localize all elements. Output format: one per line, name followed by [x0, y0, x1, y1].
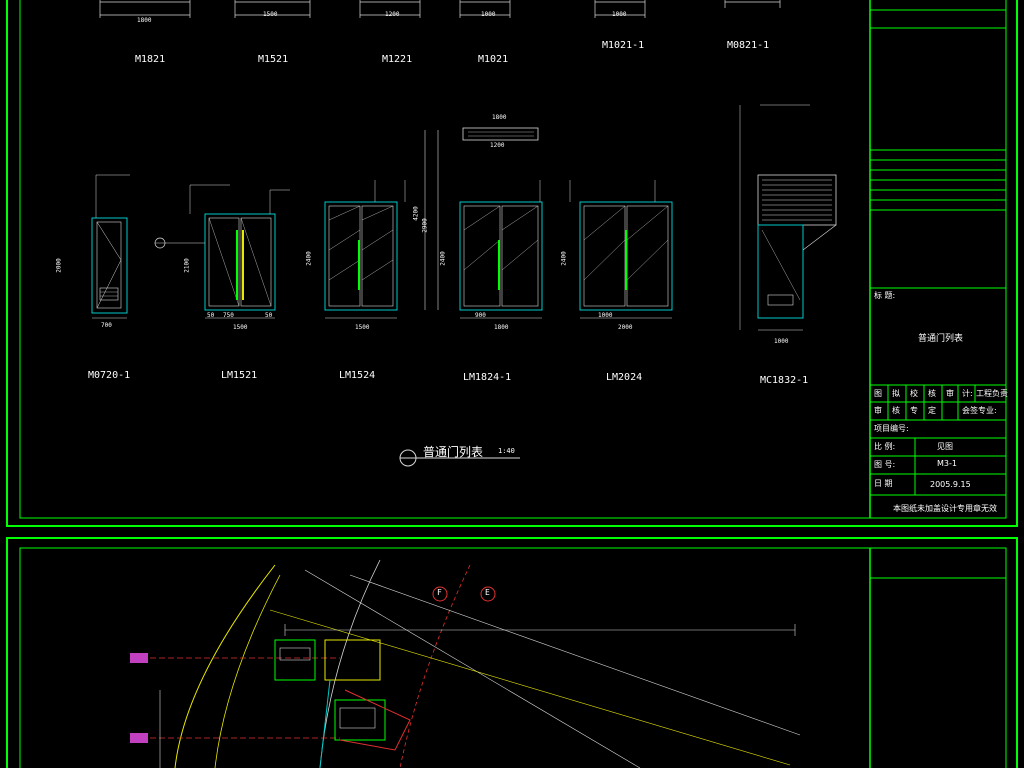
door-code-M0821-1: M0821-1: [727, 40, 770, 51]
door-code-MC1832-1: MC1832-1: [760, 375, 809, 386]
row1-dim-1: 1800: [137, 17, 152, 24]
door-LM1824-1: [424, 127, 543, 319]
door-MC1832-1: [739, 105, 837, 331]
row2-dim-6: 1000: [774, 338, 789, 345]
plan-dimension-line: [159, 624, 796, 768]
grid-marker-E-label: E: [485, 588, 490, 597]
tb-cell-r2a: 审: [874, 406, 882, 415]
tb-drawing-name: 普通门列表: [918, 334, 964, 344]
tb-cell-r2c: 专: [910, 406, 918, 415]
door-code-LM2024: LM2024: [606, 372, 643, 383]
dim-label-6: 1200: [490, 142, 505, 149]
bottom-sheet-inner: [19, 547, 1007, 768]
tb-cell-r1g: 工程负责: [976, 389, 1008, 398]
tb-date-label: 日 期: [874, 479, 893, 488]
dim-label-7: 1800: [492, 114, 507, 121]
door-LM1521: [204, 213, 276, 319]
plan-building-walls: [274, 639, 411, 768]
plan-tags: [130, 653, 148, 743]
dim-label-5: 1000: [598, 312, 613, 319]
tb-scale-value: 见图: [937, 442, 953, 451]
door-M0720-1: [91, 217, 128, 319]
top-sheet-inner: [19, 0, 1007, 519]
tb-date-value: 2005.9.15: [930, 480, 971, 489]
row2-dim-4: 1800: [494, 324, 509, 331]
height-dim-3: 2400: [305, 251, 313, 266]
height-dim-6: 2900: [421, 218, 429, 233]
grid-marker-E: [480, 586, 496, 602]
tb-label-title: 标 题:: [874, 291, 896, 300]
row1-dim-5: 1000: [612, 11, 627, 18]
tb-cell-r1f: 计:: [962, 389, 973, 398]
annotation-leaders: [95, 104, 810, 218]
plan-axis-lines: [150, 657, 340, 739]
tb-cell-r1a: 图: [874, 389, 882, 398]
dim-label-4: 900: [475, 312, 486, 319]
tb-scale-label: 比 例:: [874, 442, 896, 451]
title-marker: [399, 449, 520, 467]
height-dim-7: 4200: [412, 206, 420, 221]
door-code-M0720-1: M0720-1: [88, 370, 131, 381]
tb-sheet-no-label: 图 号:: [874, 460, 896, 469]
row1-dim-2: 1500: [263, 11, 278, 18]
tb-cell-r1c: 校: [910, 389, 918, 398]
door-code-M1521: M1521: [258, 54, 289, 65]
dim-label-2: 750: [223, 312, 234, 319]
grid-marker-F-label: F: [437, 588, 442, 597]
title-block-lines: [870, 9, 1006, 496]
tb-cell-r1e: 审: [946, 389, 954, 398]
table-title: 普通门列表: [423, 445, 484, 459]
door-code-M1821: M1821: [135, 54, 166, 65]
grid-marker-F: [432, 586, 448, 602]
height-dim-4: 2400: [439, 251, 447, 266]
row1-dim-3: 1200: [385, 11, 400, 18]
dim-label-3: 50: [265, 312, 273, 319]
door-code-M1021: M1021: [478, 54, 509, 65]
row2-dim-3: 1500: [355, 324, 370, 331]
row2-dim-5: 2000: [618, 324, 633, 331]
bottom-sheet-frame: [6, 537, 1018, 768]
door-code-LM1824-1: LM1824-1: [463, 372, 512, 383]
door-code-M1221: M1221: [382, 54, 413, 65]
row2-dim-2: 1500: [233, 324, 248, 331]
row2-dim-1: 700: [101, 322, 112, 329]
door-LM2024: [579, 201, 673, 319]
height-dim-2: 2100: [183, 258, 191, 273]
tb-cell-r1b: 拟: [892, 389, 900, 398]
door-code-M1021-1: M1021-1: [602, 40, 645, 51]
table-scale: 1:40: [498, 447, 515, 455]
top-sheet-frame: [6, 0, 1018, 527]
height-dim-1: 2000: [55, 258, 63, 273]
height-dim-5: 2400: [560, 251, 568, 266]
tb-cell-r2f: 会签专业:: [962, 406, 997, 415]
door-code-LM1524: LM1524: [339, 370, 376, 381]
tb-cell-r2d: 定: [928, 406, 936, 415]
dim-label-1: 50: [207, 312, 215, 319]
tb-cell-r2b: 核: [892, 406, 900, 415]
tb-project-code-label: 项目编号:: [874, 424, 909, 433]
door-LM1524: [324, 201, 398, 319]
row1-dim-4: 1000: [481, 11, 496, 18]
plan-arcs: [174, 559, 801, 768]
door-code-LM1521: LM1521: [221, 370, 258, 381]
tb-footer: 本图纸未加盖设计专用章无效: [893, 504, 997, 513]
tb-sheet-no-value: M3-1: [937, 459, 957, 468]
tb-cell-r1d: 核: [928, 389, 936, 398]
row1-dimension-lines: [99, 0, 781, 18]
